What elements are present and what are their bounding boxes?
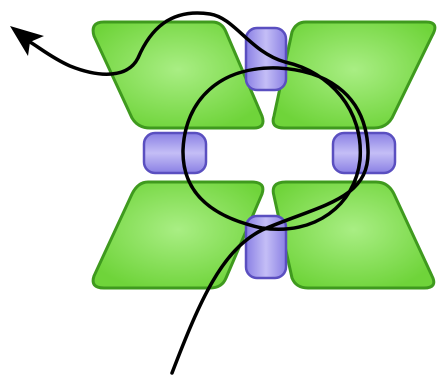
seed-bead-left (144, 133, 206, 173)
leaf-bead-bottom-right (273, 182, 434, 288)
leaf-bead-bottom-left (93, 182, 263, 288)
leaf-bead-top-right (273, 22, 435, 128)
seed-bead-right (333, 133, 395, 173)
arrowhead-icon (10, 26, 44, 56)
